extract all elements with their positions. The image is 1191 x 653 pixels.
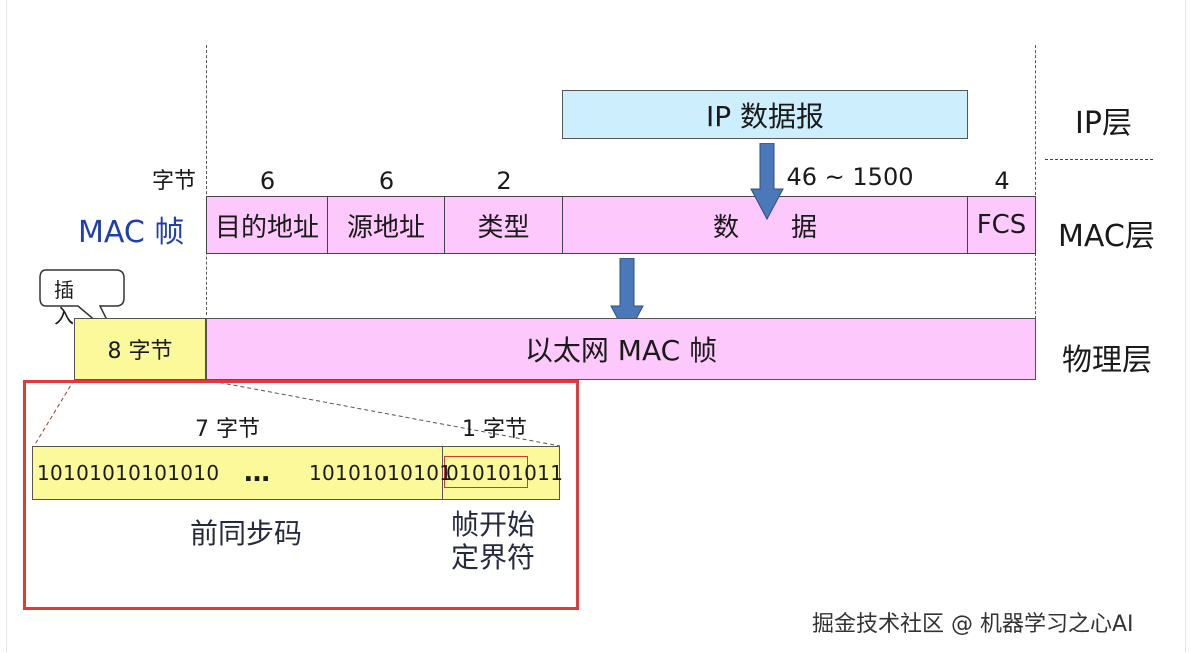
field-fcs: FCS — [976, 210, 1027, 240]
preamble-bits-strip — [32, 446, 560, 500]
ip-datagram-label: IP 数据报 — [705, 99, 825, 133]
ip-layer-label: IP层 — [1075, 106, 1132, 141]
field-size-dest: 6 — [259, 167, 276, 195]
left-guide-line — [206, 45, 207, 315]
field-size-data: 46 ~ 1500 — [786, 163, 914, 191]
ethernet-frame-box: 以太网 MAC 帧 — [206, 318, 1036, 380]
field-data: 数 据 — [563, 197, 968, 253]
bits-ellipsis: … — [244, 458, 272, 488]
preamble-detail-frame — [23, 380, 579, 610]
bits-right: 10101010101 — [309, 461, 453, 485]
mac-frame-label: MAC 帧 — [78, 215, 185, 250]
preamble-box-label: 8 字节 — [107, 339, 173, 364]
seven-bytes-label: 7 字节 — [195, 417, 260, 442]
ethernet-frame-label: 以太网 MAC 帧 — [524, 334, 718, 367]
page-border — [6, 0, 1186, 652]
sfd-label-line2: 定界符 — [451, 541, 536, 574]
field-src-address: 源地址 — [328, 197, 445, 253]
right-guide-line-lower — [1035, 253, 1036, 319]
sfd-bits: 010101011 — [446, 461, 564, 485]
field-type: 类型 — [445, 197, 563, 253]
right-guide-line — [1035, 45, 1036, 195]
field-dest-address: 目的地址 — [207, 197, 328, 253]
mac-frame-row: 目的地址 源地址 类型 数 据 FCS — [206, 196, 1036, 254]
mac-layer-label: MAC层 — [1058, 219, 1155, 254]
preamble-label: 前同步码 — [190, 517, 303, 550]
bits-left: 10101010101010 — [37, 461, 220, 485]
ip-to-mac-arrow-icon — [750, 143, 784, 221]
layer-separator — [1045, 159, 1153, 160]
sfd-label-line1: 帧开始 — [451, 508, 536, 541]
preamble-box: 8 字节 — [74, 318, 206, 380]
insert-callout-text: 插入 — [54, 278, 74, 328]
field-size-fcs: 4 — [994, 167, 1010, 195]
sfd-divider — [442, 446, 443, 500]
one-byte-label: 1 字节 — [462, 417, 527, 442]
physical-layer-label: 物理层 — [1062, 343, 1152, 378]
sfd-highlight-box — [444, 456, 528, 488]
field-size-type: 2 — [496, 167, 512, 195]
watermark: 掘金技术社区 @ 机器学习之心AI — [812, 612, 1134, 637]
bytes-label: 字节 — [152, 169, 197, 194]
field-size-src: 6 — [378, 167, 395, 195]
ip-datagram-box: IP 数据报 — [562, 90, 968, 139]
